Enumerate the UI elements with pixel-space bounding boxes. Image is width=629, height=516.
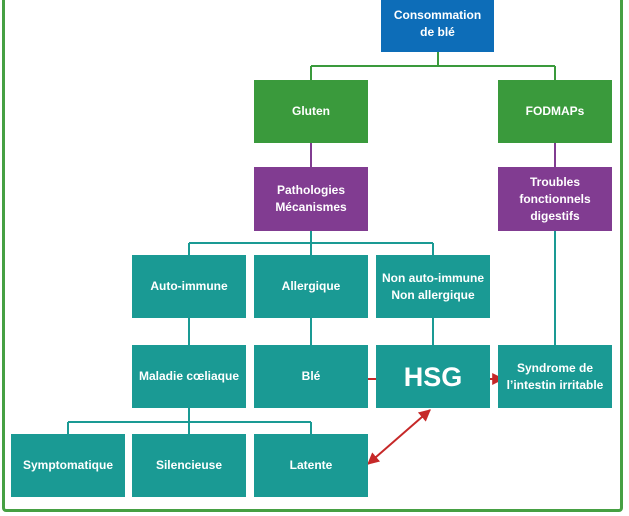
node-gluten: Gluten — [254, 80, 368, 143]
node-fodmaps: FODMAPs — [498, 80, 612, 143]
node-hsg: HSG — [376, 345, 490, 408]
node-non-auto-immune: Non auto-immune Non allergique — [376, 255, 490, 318]
node-consommation: Consommation de blé — [381, 0, 494, 52]
node-syndrome: Syndrome de l’intestin irritable — [498, 345, 612, 408]
node-symptomatique: Symptomatique — [11, 434, 125, 497]
node-silencieuse: Silencieuse — [132, 434, 246, 497]
node-latente: Latente — [254, 434, 368, 497]
arrow-hsg-latente — [367, 409, 431, 465]
node-troubles: Troubles fonctionnels digestifs — [498, 167, 612, 231]
node-maladie-coeliaque: Maladie cœliaque — [132, 345, 246, 408]
node-auto-immune: Auto-immune — [132, 255, 246, 318]
node-pathologies: Pathologies Mécanismes — [254, 167, 368, 231]
diagram-frame — [2, 0, 623, 512]
node-allergique: Allergique — [254, 255, 368, 318]
node-ble: Blé — [254, 345, 368, 408]
